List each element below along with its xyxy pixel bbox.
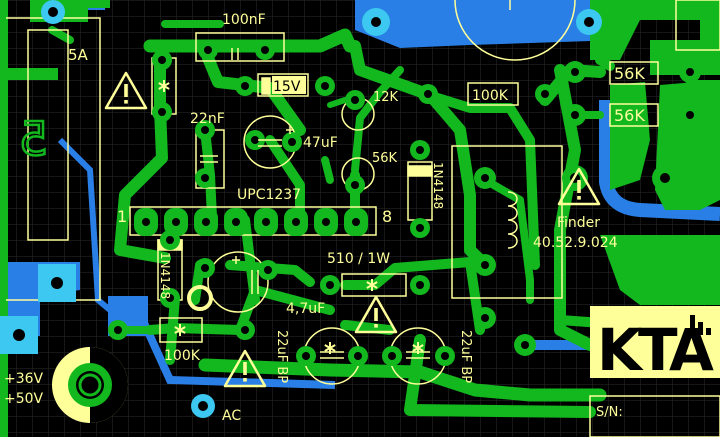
cap-47uf-label: 47uF	[303, 135, 338, 151]
r-56k-2-outline	[609, 103, 659, 127]
relay-part-label: 40.52.9.024	[533, 235, 618, 251]
pads	[0, 0, 701, 418]
kt-logo: KTA	[590, 306, 720, 384]
relay-outline	[451, 145, 563, 299]
r-100k-bottom-label: 100K	[164, 348, 201, 364]
ic-outline	[129, 206, 377, 236]
r-56k-1-outline	[609, 61, 659, 85]
fuse-rating-label: 5A	[68, 46, 89, 64]
ic-pin-8-label: 8	[382, 207, 392, 226]
r-56k-mid-label: 56K	[372, 151, 398, 166]
r-56k-1-label: 56K	[614, 64, 645, 83]
supply-50v-label: +50V	[4, 391, 44, 407]
supply-36v-label: +36V	[4, 371, 44, 387]
diode-right-label: 1N4148	[431, 162, 445, 209]
ic-name-label: UPC1237	[237, 187, 301, 203]
polarity-marks	[200, 0, 511, 359]
cap-4-7uf-label: 4,7uF	[286, 301, 325, 317]
r-100k-top-outline	[467, 82, 519, 106]
cap-22uf-bp-1-label: 22uF BP	[274, 330, 289, 383]
relay-brand-label: Finder	[557, 215, 600, 231]
cap-22nf-label: 22nF	[190, 111, 225, 127]
cap-4-7uf-outline	[207, 251, 269, 313]
silk-labels: 5A 5 100nF 15V 12K 100K 56K 56K 22nF 47u…	[4, 12, 645, 424]
serial-number-label: S/N:	[596, 405, 623, 420]
logo-text: KTA	[597, 316, 714, 384]
ic-pin-1-label: 1	[117, 207, 127, 226]
r-56k-2-label: 56K	[614, 106, 645, 125]
ac-label: AC	[222, 408, 241, 424]
r-100k-bottom-outline	[159, 317, 203, 343]
zener-outline	[257, 73, 309, 97]
r-100k-top-label: 100K	[472, 88, 509, 104]
cap-22uf-bp-2-label: 22uF BP	[458, 330, 473, 383]
cap-100nf-label: 100nF	[222, 12, 266, 28]
r-510-label: 510 / 1W	[327, 251, 390, 267]
mirror-text: 5	[19, 112, 48, 166]
diode-left-label: 1N4148	[158, 252, 172, 299]
r-510-outline	[341, 273, 407, 297]
r-12k-label: 12K	[373, 90, 399, 105]
fuse-outline	[27, 29, 69, 241]
cap-100nf-outline	[195, 32, 285, 62]
zener-label: 15V	[273, 79, 301, 95]
bulk-capacitor	[52, 347, 128, 423]
